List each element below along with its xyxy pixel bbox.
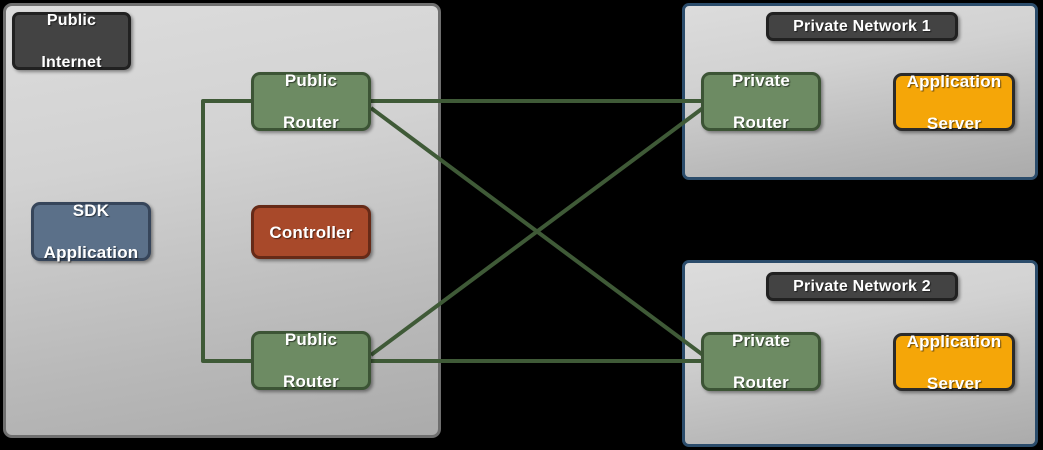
node-application-server-2-line1: Application [906, 331, 1002, 351]
node-controller-label: Controller [269, 222, 353, 242]
node-sdk-application-line1: SDK [72, 201, 110, 220]
node-public-router-bottom-line2: Router [283, 372, 339, 391]
node-public-router-top[interactable]: Public Router [251, 71, 371, 132]
zone-label-private-network-2-text: Private Network 2 [793, 278, 931, 295]
zone-label-private-network-2: Private Network 2 [766, 272, 958, 301]
zone-label-public-internet-line1: Public [46, 11, 97, 29]
node-public-router-bottom-line1: Public [284, 330, 338, 349]
node-application-server-1-line2: Server [926, 113, 982, 133]
node-application-server-1[interactable]: Application Server [893, 71, 1015, 133]
zone-label-public-internet: Public Internet [12, 11, 131, 71]
node-application-server-2[interactable]: Application Server [893, 331, 1015, 393]
node-sdk-application[interactable]: SDK Application [31, 201, 151, 262]
node-private-router-2-line1: Private [731, 331, 791, 350]
node-private-router-2-line2: Router [733, 373, 789, 392]
node-public-router-top-line2: Router [283, 113, 339, 132]
zone-label-public-internet-line2: Internet [41, 53, 102, 71]
zone-label-private-network-1: Private Network 1 [766, 12, 958, 41]
node-application-server-2-line2: Server [926, 373, 982, 393]
node-public-router-bottom[interactable]: Public Router [251, 330, 371, 391]
node-private-router-1-line2: Router [733, 113, 789, 132]
node-public-router-top-line1: Public [284, 71, 338, 90]
node-sdk-application-line2: Application [43, 243, 139, 262]
zone-label-private-network-1-text: Private Network 1 [793, 18, 931, 35]
node-controller[interactable]: Controller [251, 205, 371, 259]
node-private-router-1[interactable]: Private Router [701, 71, 821, 132]
node-private-router-1-line1: Private [731, 71, 791, 90]
node-application-server-1-line1: Application [906, 71, 1002, 91]
node-private-router-2[interactable]: Private Router [701, 331, 821, 392]
